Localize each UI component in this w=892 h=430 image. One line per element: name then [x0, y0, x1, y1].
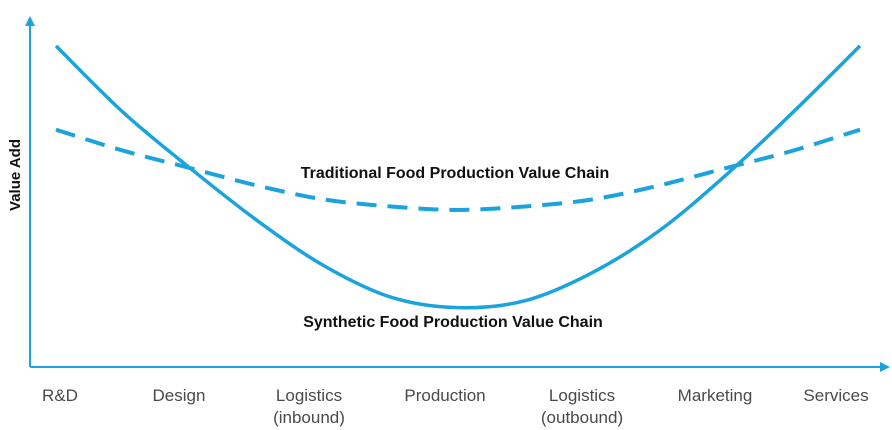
- series-line-synthetic: [54, 44, 862, 310]
- axes: [25, 16, 890, 372]
- series-label-synthetic: Synthetic Food Production Value Chain: [303, 314, 603, 331]
- labels: Value Add Traditional Food Production Va…: [7, 139, 609, 331]
- x-tick-label: Services: [803, 386, 868, 405]
- x-tick-label: Production: [404, 386, 485, 405]
- x-tick-label: Marketing: [678, 386, 753, 405]
- y-axis-arrow-icon: [25, 16, 35, 26]
- x-tick-label: Design: [153, 386, 206, 405]
- x-axis-arrow-icon: [880, 362, 890, 372]
- y-axis-label: Value Add: [7, 139, 24, 211]
- x-tick-label: Logistics(inbound): [273, 386, 345, 427]
- x-tick-label: R&D: [42, 386, 78, 405]
- x-tick-label: Logistics(outbound): [541, 386, 623, 427]
- series-label-traditional: Traditional Food Production Value Chain: [301, 165, 609, 182]
- x-tick-labels: R&D Design Logistics(inbound) Production Log…: [42, 386, 869, 427]
- series-layer: [54, 44, 862, 310]
